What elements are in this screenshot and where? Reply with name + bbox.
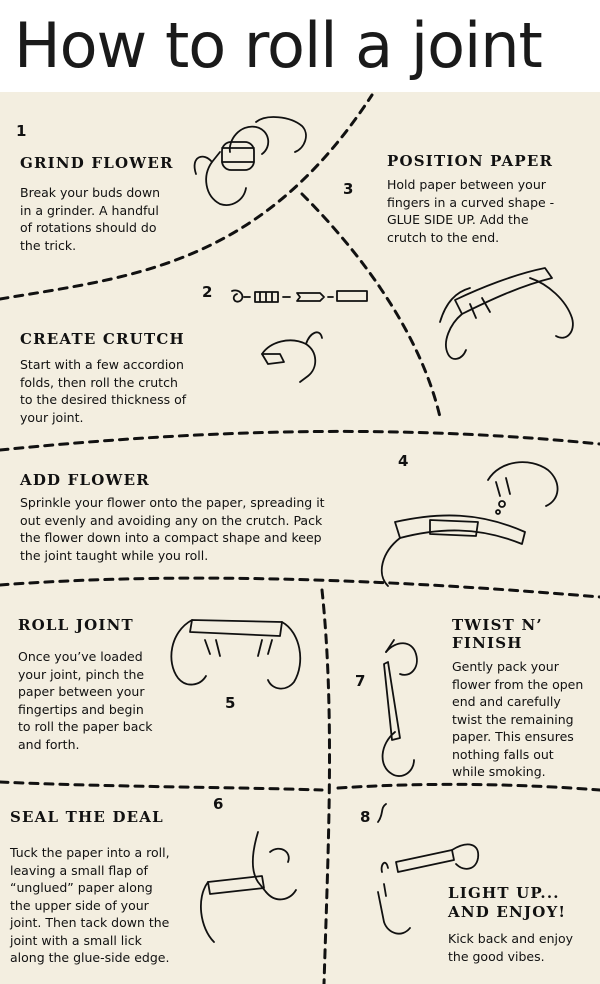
step-heading-5: ROLL JOINT xyxy=(18,616,134,634)
step-body-1: Break your buds down in a grinder. A han… xyxy=(20,185,161,253)
light-up-illustration xyxy=(377,803,480,935)
seal-deal-illustration xyxy=(200,831,297,943)
divider-band-a xyxy=(0,429,600,452)
step-number-3: 3 xyxy=(343,180,354,198)
step-number-7: 7 xyxy=(355,672,366,690)
step-body-6: Tuck the paper into a roll, leaving a sm… xyxy=(10,845,170,965)
step-number-1: 1 xyxy=(16,122,27,140)
step-heading-1: GRIND FLOWER xyxy=(20,154,174,172)
divider-band-d xyxy=(336,782,600,792)
poster-illustrations xyxy=(0,93,600,984)
step-heading-3: POSITION PAPER xyxy=(387,152,554,170)
step-body-8: Kick back and enjoy the good vibes. xyxy=(448,931,574,964)
divider-step3 xyxy=(300,192,442,419)
divider-column xyxy=(320,588,331,984)
divider-band-b xyxy=(0,576,600,599)
roll-joint-illustration xyxy=(170,619,302,690)
step-body-2: Start with a few accordion folds, then r… xyxy=(20,357,187,425)
step-heading-8: LIGHT UP... AND ENJOY! xyxy=(448,884,567,921)
step-heading-4: ADD FLOWER xyxy=(20,471,150,489)
step-body-4: Sprinkle your flower onto the paper, spr… xyxy=(20,495,325,563)
step-body-5: Once you’ve loaded your joint, pinch the… xyxy=(18,649,153,752)
step-body-7: Gently pack your flower from the open en… xyxy=(452,659,584,779)
grinder-illustration xyxy=(193,116,307,206)
step-number-6: 6 xyxy=(213,795,224,813)
instruction-poster: 1 2 3 4 5 6 7 8 GRIND FLOWER Break your … xyxy=(0,92,600,984)
step-number-4: 4 xyxy=(398,452,409,470)
divider-step1 xyxy=(0,93,374,301)
step-number-5: 5 xyxy=(225,694,236,712)
step-heading-7: TWIST N’ FINISH xyxy=(452,616,543,652)
step-body-3: Hold paper between your fingers in a cur… xyxy=(387,177,555,245)
step-number-2: 2 xyxy=(202,283,213,301)
step-heading-2: CREATE CRUTCH xyxy=(20,330,185,348)
twist-finish-illustration xyxy=(381,639,418,777)
add-flower-illustration xyxy=(380,461,559,587)
step-number-8: 8 xyxy=(360,808,371,826)
header: How to roll a joint xyxy=(0,0,600,92)
crutch-progression-illustration xyxy=(231,289,368,383)
position-paper-illustration xyxy=(439,267,574,360)
step-heading-6: SEAL THE DEAL xyxy=(10,808,164,826)
page-title: How to roll a joint xyxy=(14,9,543,82)
divider-band-c xyxy=(0,780,324,792)
